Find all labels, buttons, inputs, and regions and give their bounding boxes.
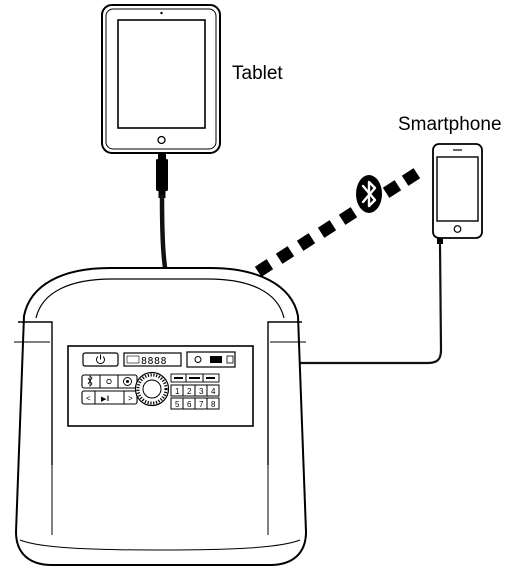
- smartphone-home-button-icon: [453, 225, 462, 233]
- preset-button-3[interactable]: 3: [199, 387, 204, 396]
- preset-button-7[interactable]: 7: [199, 400, 204, 409]
- light-button-icon[interactable]: [106, 378, 112, 385]
- bluetooth-icon: [356, 175, 382, 213]
- speaker-control-panel: 8888 < ▶‖ >: [67, 345, 254, 427]
- function-buttons: [81, 374, 138, 389]
- tablet-label: Tablet: [232, 63, 283, 84]
- power-icon: [96, 354, 105, 365]
- tablet-device: [101, 4, 221, 154]
- tablet-home-button-icon: [157, 135, 166, 145]
- play-pause-button[interactable]: ▶‖: [101, 396, 109, 403]
- aux-input-jack[interactable]: [194, 356, 202, 363]
- bluetooth-button-icon[interactable]: [87, 375, 93, 387]
- preset-button-2[interactable]: 2: [187, 387, 192, 396]
- preset-button-8[interactable]: 8: [211, 400, 216, 409]
- display-digits: 8888: [141, 356, 167, 367]
- preset-button-6[interactable]: 6: [187, 400, 192, 409]
- power-button[interactable]: [82, 352, 119, 367]
- volume-knob[interactable]: [134, 371, 170, 407]
- previous-button[interactable]: <: [86, 394, 91, 403]
- led-display: 8888: [123, 352, 182, 367]
- link-button-icon[interactable]: [123, 377, 132, 386]
- input-jacks: [186, 351, 236, 368]
- preset-button-1[interactable]: 1: [175, 387, 180, 396]
- preset-buttons-row-1: 1 2 3 4: [170, 384, 220, 397]
- preset-buttons-row-2: 5 6 7 8: [170, 397, 220, 410]
- mode-buttons: [170, 373, 220, 383]
- usb-port[interactable]: [210, 356, 222, 363]
- smartphone-device: [432, 143, 483, 239]
- transport-buttons: < ▶‖ >: [81, 390, 138, 405]
- smartphone-label: Smartphone: [398, 114, 502, 135]
- next-button[interactable]: >: [128, 394, 133, 403]
- preset-button-5[interactable]: 5: [175, 400, 180, 409]
- preset-button-4[interactable]: 4: [211, 387, 216, 396]
- bluetooth-signal: [254, 168, 421, 277]
